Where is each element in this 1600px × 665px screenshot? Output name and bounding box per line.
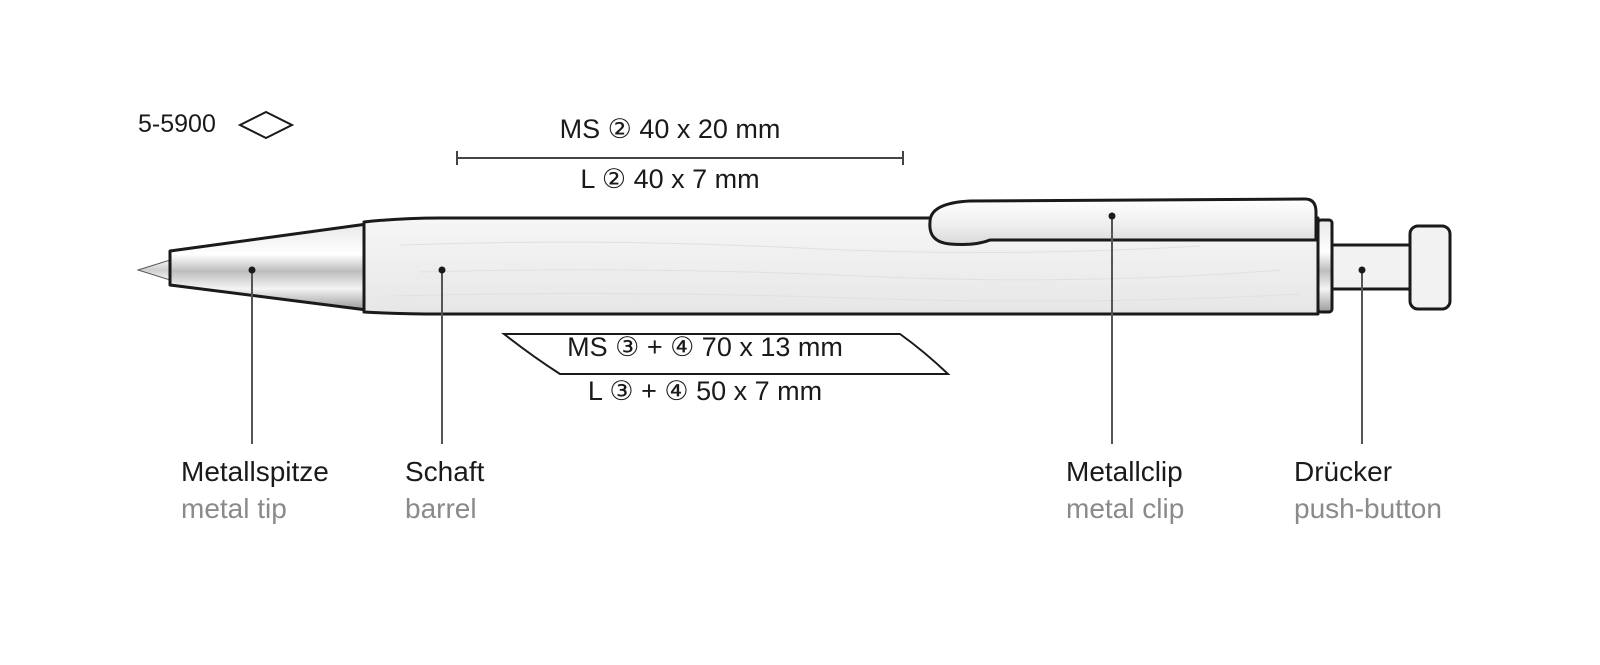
label-metal-clip-en: metal clip — [1066, 493, 1185, 524]
metal-tip-shape — [168, 222, 369, 312]
push-button-stem — [1330, 243, 1414, 291]
metal-clip-shape — [928, 197, 1318, 246]
label-metal-clip-de: Metallclip — [1066, 456, 1183, 487]
leader-metal-clip — [1108, 212, 1116, 444]
print-area-top-dimension-line — [456, 151, 904, 165]
leader-metal-tip — [248, 266, 256, 444]
label-barrel-de: Schaft — [405, 456, 485, 487]
label-metal-tip-de: Metallspitze — [181, 456, 329, 487]
product-code: 5-5900 — [138, 110, 216, 138]
label-push-button-de: Drücker — [1294, 456, 1393, 487]
print-area-top-line1: MS ② 40 x 20 mm — [559, 114, 781, 144]
label-metal-tip-en: metal tip — [181, 493, 287, 524]
pen-nib-point — [136, 259, 171, 281]
leader-barrel — [438, 266, 446, 444]
diamond-icon — [237, 110, 295, 140]
barrel-grain — [389, 241, 1301, 302]
print-area-bottom-band — [501, 333, 951, 375]
push-button-cap — [1408, 224, 1452, 311]
metal-ring-shape — [1316, 218, 1334, 314]
print-area-bottom-line1: MS ③ + ④ 70 x 13 mm — [567, 332, 843, 362]
label-barrel-en: barrel — [405, 493, 477, 524]
print-area-top-line2: L ② 40 x 7 mm — [580, 164, 760, 194]
label-push-button-en: push-button — [1294, 493, 1442, 524]
print-area-bottom-line2: L ③ + ④ 50 x 7 mm — [587, 376, 823, 406]
leader-push-button — [1358, 266, 1366, 444]
